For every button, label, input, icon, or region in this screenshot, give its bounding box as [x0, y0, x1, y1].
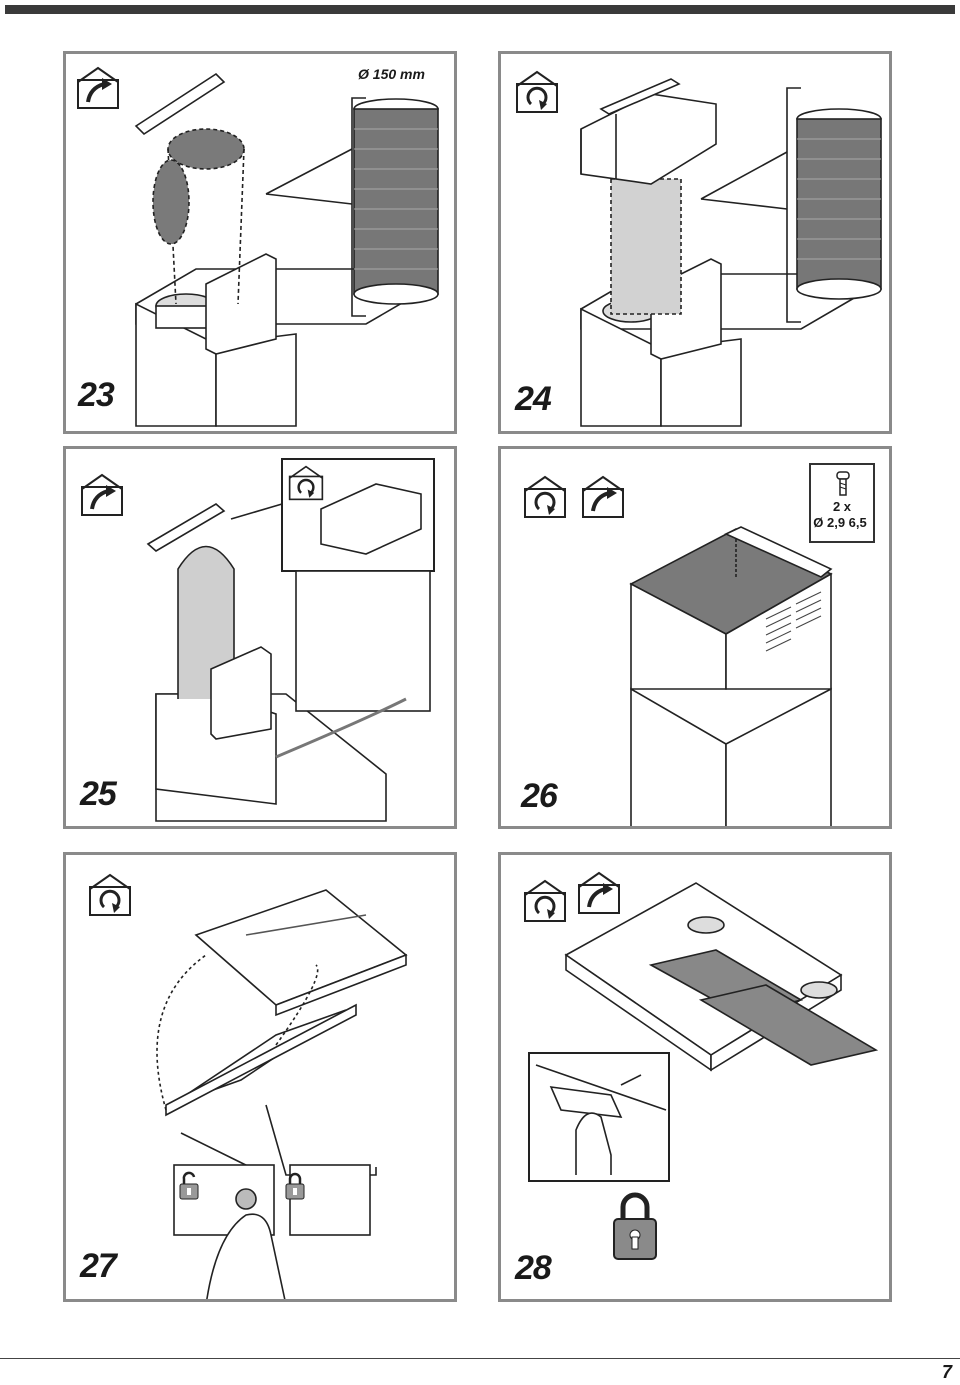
- footer-rule: [0, 1358, 960, 1359]
- screw-spec-box: 2 x Ø 2,9 6,5: [809, 463, 875, 543]
- recirculation-icon: [524, 879, 566, 922]
- recirculation-icon: [524, 475, 566, 518]
- duct-out-icon: [77, 66, 119, 109]
- illustration-25: [146, 458, 435, 822]
- panel-28: 28: [498, 852, 892, 1302]
- duct-out-icon: [81, 473, 123, 516]
- lock-icon: [285, 1172, 305, 1200]
- page-number: 7: [941, 1362, 952, 1382]
- step-number: 27: [80, 1247, 117, 1285]
- duct-diameter-label: Ø 150 mm: [358, 66, 425, 82]
- duct-out-icon: [578, 871, 620, 914]
- step-number: 26: [521, 777, 558, 815]
- panel-26: 2 x Ø 2,9 6,5 26: [498, 446, 892, 829]
- step-number: 28: [515, 1249, 552, 1287]
- recirculation-icon: [516, 70, 558, 113]
- recirculation-icon: [288, 465, 324, 501]
- top-rule: [5, 5, 955, 14]
- illustration-26: [629, 526, 833, 826]
- recirculation-icon: [89, 873, 131, 916]
- illustration-28: [528, 882, 879, 1182]
- panel-25: 25: [63, 446, 457, 829]
- illustration-23: [134, 72, 439, 427]
- step-number: 24: [515, 380, 552, 418]
- unlock-icon: [179, 1171, 199, 1200]
- illustration-24: [580, 78, 882, 427]
- lock-icon: [613, 1192, 657, 1260]
- illustration-27: [156, 889, 408, 1299]
- screw-icon: [836, 471, 850, 496]
- screw-size: Ø 2,9 6,5: [813, 515, 867, 530]
- step-number: 25: [80, 775, 117, 813]
- screw-quantity: 2 x: [832, 499, 852, 514]
- duct-out-icon: [582, 475, 624, 518]
- panel-23: Ø 150 mm 23: [63, 51, 457, 434]
- panel-24: 24: [498, 51, 892, 434]
- panel-27: 27: [63, 852, 457, 1302]
- step-number: 23: [78, 376, 115, 414]
